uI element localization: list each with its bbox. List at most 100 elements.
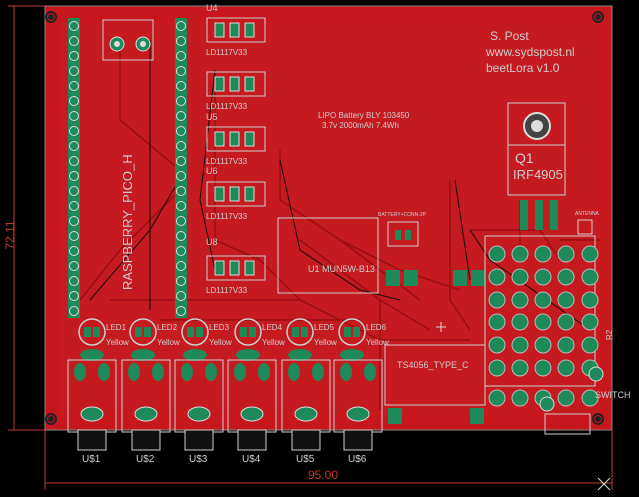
height-dimension: 72.11 (3, 220, 17, 249)
led-resistor-pad (183, 349, 207, 361)
connector-pad (181, 363, 193, 381)
pico-pad-left (69, 111, 79, 121)
pico-pad-right (176, 306, 186, 316)
pico-pad-left (69, 291, 79, 301)
connector-pad (134, 406, 158, 422)
regulators: LD1117V33LD1117V33LD1117V33LD1117V33LD11… (206, 17, 266, 295)
led-resistor-pad (340, 349, 364, 361)
connector-jack (77, 429, 107, 451)
led-color-label: Yellow (157, 338, 180, 347)
led-pad (144, 327, 151, 337)
connector-pad (258, 363, 270, 381)
pico-pad-left (69, 51, 79, 61)
lora-pad (557, 245, 575, 263)
dark-traces (89, 40, 591, 331)
resistor-label: R2 (605, 329, 614, 340)
pico-pad-right (176, 141, 186, 151)
led-color-label: Yellow (366, 338, 389, 347)
lora-pad (534, 359, 552, 377)
led-outline (78, 318, 106, 346)
pico-pad-right (176, 156, 186, 166)
connector-pad (80, 406, 104, 422)
traces (79, 40, 600, 410)
antenna-pad (577, 219, 593, 235)
lora-pad (511, 245, 529, 263)
pico-pad-right (176, 171, 186, 181)
regulator-outline (206, 71, 266, 97)
lora-pad (534, 336, 552, 354)
author-text: S. Post (490, 29, 529, 43)
lora-pad (557, 389, 575, 407)
pico-pad-right (176, 216, 186, 226)
transistor-ref: Q1 (515, 150, 534, 166)
battery-connector (387, 221, 419, 247)
lora-pad (511, 291, 529, 309)
led-pad (196, 327, 203, 337)
lora-pad (557, 359, 575, 377)
regulator-outline (206, 126, 266, 152)
leds: LED1YellowLED2YellowLED3YellowLED4Yellow… (78, 318, 389, 361)
switch-pads (539, 366, 604, 435)
led-resistor-pad (288, 349, 312, 361)
lora-pad (557, 268, 575, 286)
pico-pad-left (69, 156, 79, 166)
battery-line1: LIPO Battery BLY 103450 (318, 111, 410, 120)
connector-jack (184, 429, 214, 451)
lora-pad (581, 336, 599, 354)
mcu-label: RASPBERRY_PICO_H (120, 154, 135, 290)
regulator-pad (244, 186, 255, 202)
regulator-outline (206, 181, 266, 207)
pico-pad-right (176, 276, 186, 286)
led-label: LED1 (106, 323, 127, 332)
led-color-label: Yellow (106, 338, 129, 347)
led-color-label: Yellow (314, 338, 337, 347)
lora-pad (557, 313, 575, 331)
led-pad (84, 327, 91, 337)
led-label: LED6 (366, 323, 387, 332)
connector-pad (294, 406, 318, 422)
pico-pad-left (69, 21, 79, 31)
regulator-ref: U4 (206, 3, 218, 13)
lora-pad (511, 268, 529, 286)
connector-pad (98, 363, 110, 381)
pico-pad-right (176, 126, 186, 136)
connector-pad (340, 363, 352, 381)
led-pad (249, 327, 256, 337)
connector-label: U$5 (296, 454, 315, 465)
pico-pad-right (176, 21, 186, 31)
connector-label: U$1 (82, 454, 101, 465)
pico-pad-left (69, 141, 79, 151)
middle-pads (386, 270, 485, 286)
regulator-label: LD1117V33 (206, 157, 248, 166)
pico-pad-right (176, 111, 186, 121)
regulator-pad (229, 186, 240, 202)
width-dimension: 95.00 (308, 468, 338, 482)
lora-pad (488, 268, 506, 286)
dimension-lines (8, 5, 613, 490)
battery-connector-label: BATTERY+CONN-2P (378, 212, 427, 218)
led-pad (344, 327, 351, 337)
pico-pad-right (176, 186, 186, 196)
connector-pad (234, 363, 246, 381)
pico-pad-left (69, 66, 79, 76)
led-label: LED3 (209, 323, 230, 332)
lora-pad (511, 336, 529, 354)
regulator-outline (206, 255, 266, 281)
led-outline (234, 318, 262, 346)
pico-pad-left (69, 36, 79, 46)
pico-pad-left (69, 261, 79, 271)
antenna-label: ANTENNA (575, 211, 600, 217)
top-screw-terminal (102, 19, 154, 61)
pico-pad-left (69, 276, 79, 286)
regulator-pad (229, 260, 240, 276)
connector-label: U$6 (348, 454, 367, 465)
led-pad (135, 327, 142, 337)
connector-pad (346, 406, 370, 422)
led-outline (286, 318, 314, 346)
lora-pad (581, 245, 599, 263)
pico-pads (69, 21, 186, 316)
project-text: beetLora v1.0 (486, 61, 560, 75)
led-outline (129, 318, 157, 346)
lora-pad (581, 291, 599, 309)
